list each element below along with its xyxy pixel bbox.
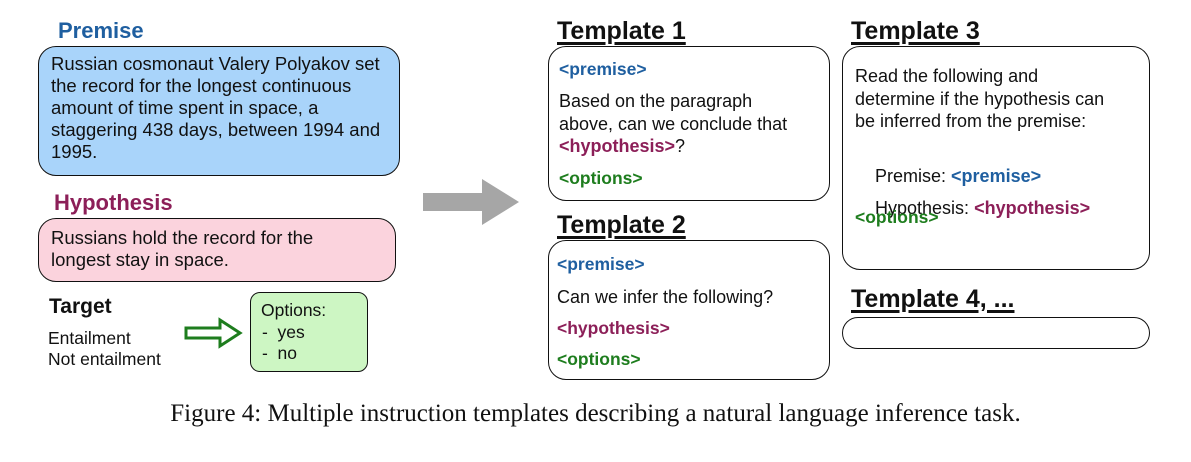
- hypothesis-text: Russians hold the record for the longest…: [51, 227, 314, 270]
- option-yes: - yes: [262, 322, 305, 342]
- template-1-suffix: ?: [675, 136, 686, 156]
- gray-arrow: [423, 179, 519, 225]
- template-1-title: Template 1: [557, 17, 686, 45]
- template-3-premise-line: Premise: <premise>: [855, 143, 1041, 209]
- green-hollow-arrow: [184, 317, 243, 349]
- hypothesis-label: Hypothesis: [54, 190, 173, 215]
- template-3-title: Template 3: [851, 17, 980, 45]
- hypothesis-box: Russians hold the record for the longest…: [38, 218, 396, 282]
- template-1-premise-tag: <premise>: [559, 59, 647, 79]
- target-label: Target: [49, 295, 112, 318]
- options-title: Options:: [261, 300, 327, 320]
- premise-label: Premise: [58, 18, 144, 43]
- template-2-premise-tag: <premise>: [557, 254, 645, 274]
- template-2-options-tag: <options>: [557, 349, 641, 369]
- template-2-text: Can we infer the following?: [557, 287, 774, 307]
- template-3-text-line-2: determine if the hypothesis can: [855, 89, 1105, 109]
- option-no: - no: [262, 343, 298, 363]
- template-3-text-line-1: Read the following and: [855, 66, 1039, 86]
- template-4-box: [842, 317, 1150, 349]
- template-1-options-tag: <options>: [559, 168, 643, 188]
- template-3-hypothesis-label: Hypothesis:: [875, 198, 975, 218]
- template-4-title: Template 4, ...: [851, 285, 1015, 313]
- template-3-hypothesis-tag: <hypothesis>: [974, 198, 1091, 218]
- premise-text: Russian cosmonaut Valery Polyakov set th…: [51, 53, 381, 162]
- template-3-premise-label: Premise:: [875, 166, 952, 186]
- target-item-entailment: Entailment: [48, 328, 131, 348]
- template-1-hypothesis-tag: <hypothesis>: [559, 136, 676, 156]
- template-1-hypothesis-line: <hypothesis>?: [559, 135, 685, 157]
- template-3-box: Read the following and determine if the …: [842, 46, 1150, 270]
- template-2-title: Template 2: [557, 211, 686, 239]
- template-1-text-line-1: Based on the paragraph: [559, 91, 753, 111]
- template-2-hypothesis-tag: <hypothesis>: [557, 318, 670, 338]
- template-3-premise-tag: <premise>: [951, 166, 1042, 186]
- template-3-options-tag: <options>: [855, 207, 939, 227]
- template-3-text-line-3: be inferred from the premise:: [855, 111, 1087, 131]
- figure-caption: Figure 4: Multiple instruction templates…: [170, 400, 1021, 427]
- target-item-not-entailment: Not entailment: [48, 349, 161, 369]
- premise-box: Russian cosmonaut Valery Polyakov set th…: [38, 46, 400, 176]
- template-2-box: <premise> Can we infer the following? <h…: [548, 240, 830, 380]
- options-box: Options: - yes - no: [250, 292, 368, 372]
- template-3-hypothesis-line: Hypothesis: <hypothesis>: [855, 175, 1090, 241]
- template-1-box: <premise> Based on the paragraph above, …: [548, 46, 830, 201]
- template-1-text-line-2: above, can we conclude that: [559, 114, 788, 134]
